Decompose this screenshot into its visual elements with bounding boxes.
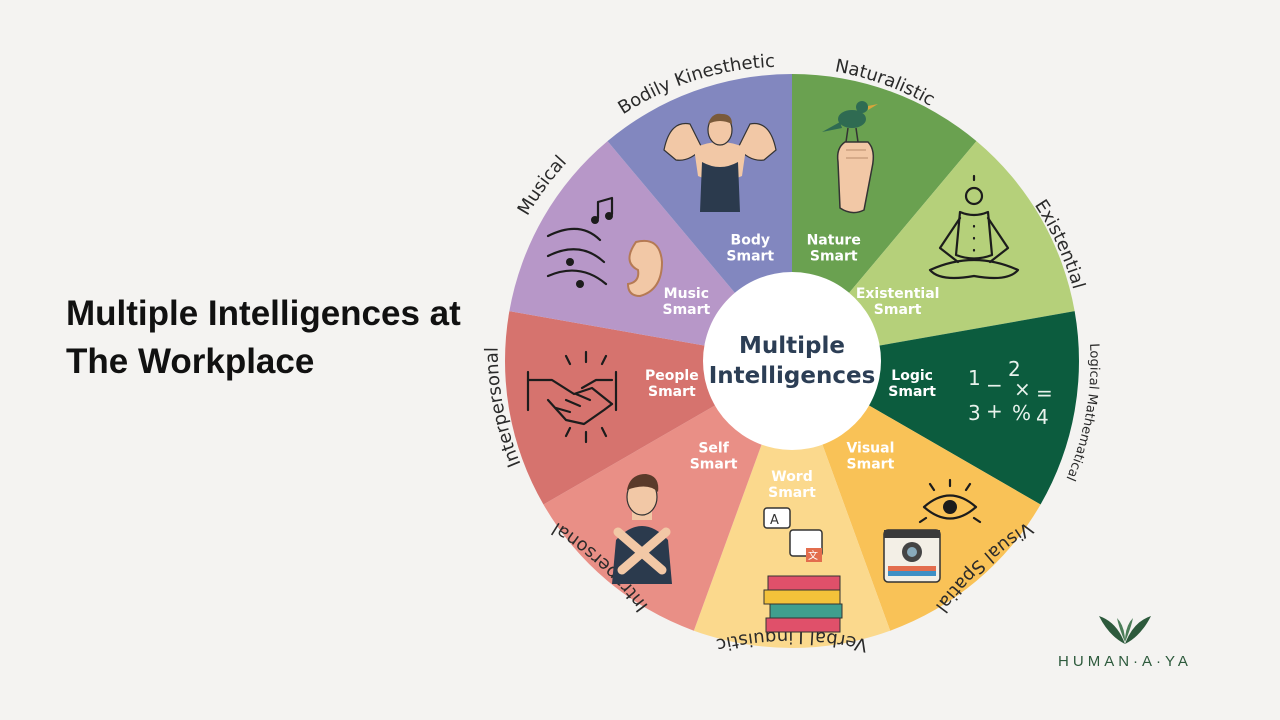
math-digit: 3 [968, 401, 981, 425]
center-title-line-1: Multiple [739, 333, 845, 359]
math-digit: 1 [968, 366, 981, 390]
handshake-icon [526, 350, 618, 444]
math-op: % [1012, 401, 1031, 425]
segment-inner-label: Smart [768, 485, 816, 501]
segment-inner-label: Smart [690, 456, 738, 472]
segment-inner-label: Smart [662, 302, 710, 318]
brand-logo: HUMAN·A·YA [1050, 612, 1200, 670]
math-op: − [986, 373, 1003, 397]
eye-camera-icon [883, 478, 982, 583]
music-ear-icon [546, 196, 664, 298]
segment-inner-label: Body [731, 232, 770, 248]
wheel-segment [863, 311, 1079, 505]
segment-inner-label: Smart [648, 384, 696, 400]
math-symbols-icon: 1 2 3 4 − × = + % [968, 357, 1053, 429]
segment-inner-label: Existential [856, 286, 940, 302]
chat-letter-wen: 文 [808, 549, 818, 562]
segment-inner-label: Smart [847, 456, 895, 472]
math-op: = [1036, 381, 1053, 405]
wheel-segment [509, 141, 740, 347]
math-digit: 2 [1008, 357, 1021, 381]
segment-inner-label: Music [664, 286, 709, 302]
math-op: + [986, 399, 1003, 423]
segment-inner-label: Word [771, 469, 813, 485]
center-title-line-2: Intelligences [709, 363, 876, 389]
segment-inner-label: Smart [810, 248, 858, 264]
segment-inner-label: Logic [891, 368, 933, 384]
wheel-segment [607, 74, 792, 299]
math-digit: 4 [1036, 405, 1049, 429]
segment-inner-label: Nature [807, 232, 861, 248]
bird-on-hand-icon [822, 101, 878, 214]
wheel-segment [543, 402, 764, 631]
wheel-segment [792, 74, 977, 299]
leaf-logo-icon [1099, 616, 1151, 644]
meditation-icon [928, 174, 1020, 280]
title-line-2: The Workplace [66, 342, 315, 381]
segment-inner-label: Self [698, 440, 729, 456]
math-op: × [1014, 377, 1031, 401]
page-title: Multiple Intelligences at The Workplace [66, 290, 506, 386]
wheel-segment [844, 141, 1075, 347]
title-line-1: Multiple Intelligences at [66, 294, 461, 333]
segment-inner-label: People [645, 368, 699, 384]
books-chat-icon: A 文 [763, 507, 843, 633]
segment-inner-label: Smart [874, 302, 922, 318]
flexing-man-icon [663, 113, 777, 212]
brand-name: HUMAN·A·YA [1058, 653, 1192, 670]
segment-inner-label: Smart [888, 384, 936, 400]
wheel-segment [820, 402, 1041, 631]
center-circle [703, 272, 881, 450]
self-hug-icon [612, 474, 672, 584]
wheel-segment [504, 311, 721, 505]
segment-inner-label: Visual [846, 440, 894, 456]
chat-letter-a: A [770, 513, 779, 528]
segment-inner-label: Smart [726, 248, 774, 264]
